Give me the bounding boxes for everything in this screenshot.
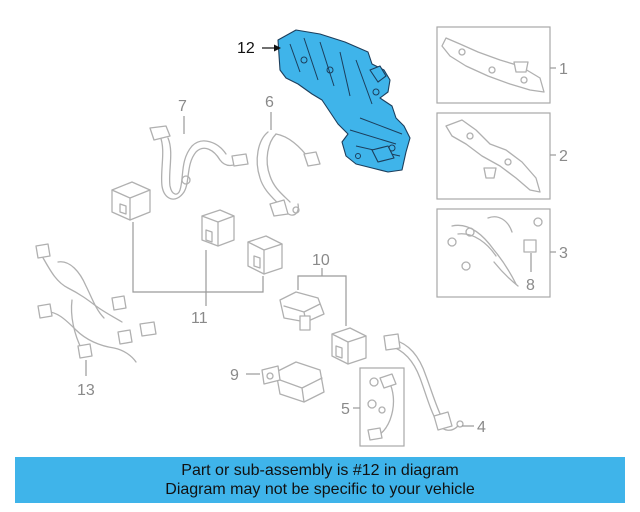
callout-11: 11 xyxy=(191,310,208,327)
callout-12-arrow xyxy=(262,44,281,52)
part-9-valve[interactable] xyxy=(261,361,325,403)
callout-10: 10 xyxy=(312,252,330,269)
info-banner: Part or sub-assembly is #12 in diagram D… xyxy=(15,457,625,503)
callout-9: 9 xyxy=(230,367,239,384)
part-13-harness[interactable] xyxy=(35,243,157,363)
part-2-box[interactable] xyxy=(436,112,551,200)
callout-13: 13 xyxy=(77,382,95,399)
callout-3: 3 xyxy=(559,245,568,262)
callout-8: 8 xyxy=(526,277,535,294)
callout-2: 2 xyxy=(559,148,568,165)
callout-1: 1 xyxy=(559,61,568,78)
part-10-valve-b[interactable] xyxy=(331,327,367,365)
callout-7: 7 xyxy=(178,98,187,115)
callout-12: 12 xyxy=(237,40,255,57)
part-10-valve-a[interactable] xyxy=(279,291,325,331)
part-3-box[interactable] xyxy=(436,208,551,298)
part-4-pipe[interactable] xyxy=(383,333,464,431)
banner-line-2: Diagram may not be specific to your vehi… xyxy=(165,481,475,498)
callout-10-leader xyxy=(297,268,347,326)
callout-4: 4 xyxy=(477,419,486,436)
part-1-box[interactable] xyxy=(436,26,551,104)
callout-11-leader xyxy=(132,222,264,306)
part-5-box[interactable] xyxy=(359,367,405,447)
banner-line-1: Part or sub-assembly is #12 in diagram xyxy=(181,462,459,479)
part-7-hose[interactable] xyxy=(149,125,249,200)
part-11-valve-b[interactable] xyxy=(201,209,235,247)
part-11-valve-a[interactable] xyxy=(111,181,151,221)
part-12-bracket[interactable] xyxy=(277,29,411,173)
callout-5: 5 xyxy=(341,401,350,418)
part-11-valve-c[interactable] xyxy=(247,235,283,275)
callout-6: 6 xyxy=(265,94,274,111)
part-6-hose[interactable] xyxy=(256,131,321,217)
